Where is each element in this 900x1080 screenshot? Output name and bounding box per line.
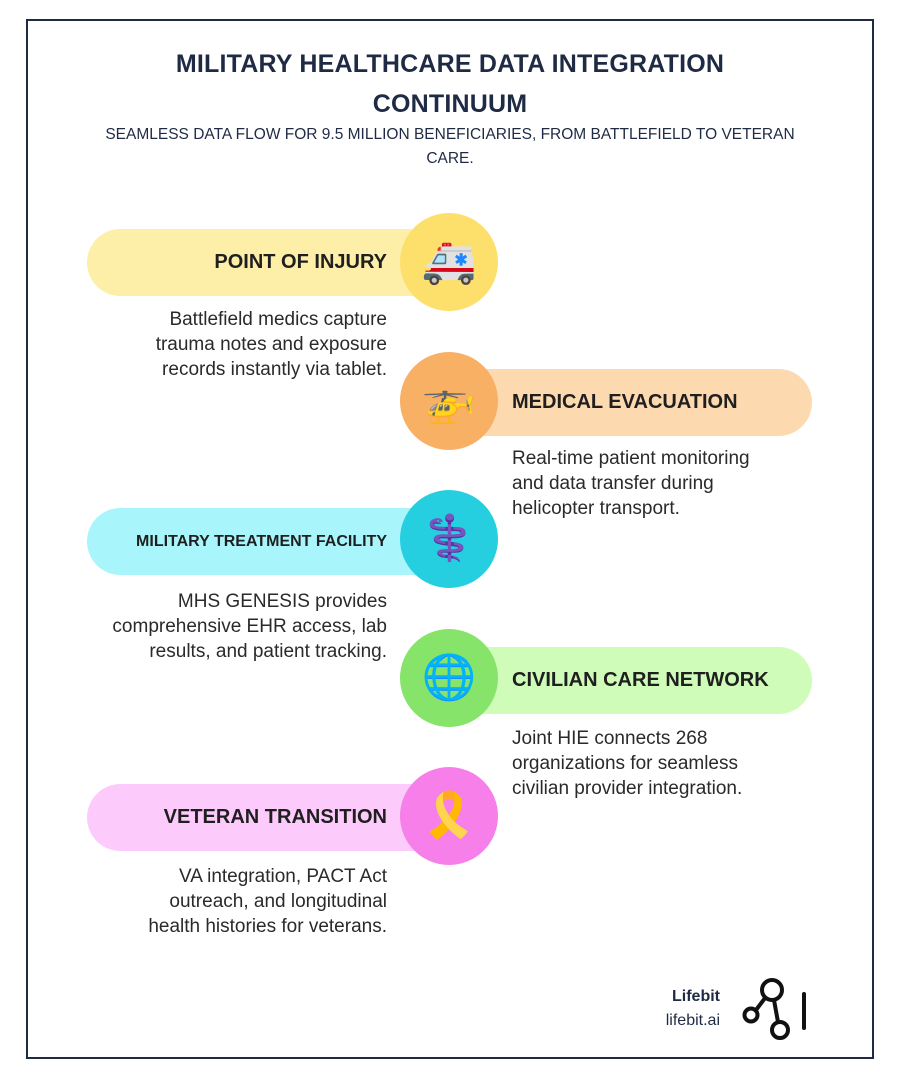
step-label: VETERAN TRANSITION: [163, 806, 387, 828]
step-circle-military-treatment-facility: ⚕️: [400, 490, 498, 588]
description-line: comprehensive EHR access, lab: [112, 616, 387, 637]
step-circle-medical-evacuation: 🚁: [400, 352, 498, 450]
step-circle-veteran-transition: 🎗️: [400, 767, 498, 865]
step-label: MEDICAL EVACUATION: [512, 391, 738, 413]
description-line: health histories for veterans.: [148, 916, 387, 937]
step-description-veteran-transition: VA integration, PACT Act outreach, and l…: [87, 864, 387, 939]
globe-icon: 🌐: [421, 652, 477, 703]
ribbon-icon: 🎗️: [421, 790, 477, 841]
staff-of-aesculapius-icon: ⚕️: [421, 513, 477, 564]
description-line: results, and patient tracking.: [149, 641, 387, 662]
page-subtitle: SEAMLESS DATA FLOW FOR 9.5 MILLION BENEF…: [80, 123, 820, 171]
step-label: POINT OF INJURY: [214, 251, 387, 273]
step-label: MILITARY TREATMENT FACILITY: [136, 532, 387, 550]
step-description-civilian-care-network: Joint HIE connects 268 organizations for…: [512, 726, 812, 801]
step-circle-point-of-injury: 🚑: [400, 213, 498, 311]
description-line: Joint HIE connects 268: [512, 728, 708, 749]
brand-block: Lifebit lifebit.ai: [666, 986, 720, 1034]
description-line: MHS GENESIS provides: [177, 591, 387, 612]
step-label: CIVILIAN CARE NETWORK: [512, 669, 769, 691]
page-title: MILITARY HEALTHCARE DATA INTEGRATION CON…: [60, 44, 840, 124]
description-line: records instantly via tablet.: [162, 359, 387, 380]
step-pill-veteran-transition: VETERAN TRANSITION: [87, 784, 467, 851]
brand-url: lifebit.ai: [665, 1012, 720, 1029]
description-line: VA integration, PACT Act: [178, 866, 387, 887]
title-line-1: MILITARY HEALTHCARE DATA INTEGRATION: [175, 50, 725, 78]
description-line: Battlefield medics capture: [169, 309, 387, 330]
description-line: helicopter transport.: [512, 498, 680, 519]
infographic-frame: [26, 19, 874, 1059]
title-line-2: CONTINUUM: [372, 90, 528, 118]
brand-name: Lifebit: [672, 988, 720, 1005]
helicopter-icon: 🚁: [421, 375, 477, 426]
description-line: civilian provider integration.: [512, 778, 743, 799]
ambulance-icon: 🚑: [421, 236, 477, 287]
description-line: Real-time patient monitoring: [512, 448, 750, 469]
description-line: and data transfer during: [512, 473, 714, 494]
description-line: trauma notes and exposure: [155, 334, 387, 355]
description-line: outreach, and longitudinal: [169, 891, 387, 912]
step-description-medical-evacuation: Real-time patient monitoring and data tr…: [512, 446, 812, 521]
step-circle-civilian-care-network: 🌐: [400, 629, 498, 727]
subtitle-line-2: CARE.: [426, 150, 474, 167]
lifebit-logo-icon: [742, 978, 806, 1040]
subtitle-line-1: SEAMLESS DATA FLOW FOR 9.5 MILLION BENEF…: [105, 126, 795, 143]
step-description-point-of-injury: Battlefield medics capture trauma notes …: [87, 307, 387, 382]
description-line: organizations for seamless: [512, 753, 738, 774]
step-description-military-treatment-facility: MHS GENESIS provides comprehensive EHR a…: [87, 589, 387, 664]
